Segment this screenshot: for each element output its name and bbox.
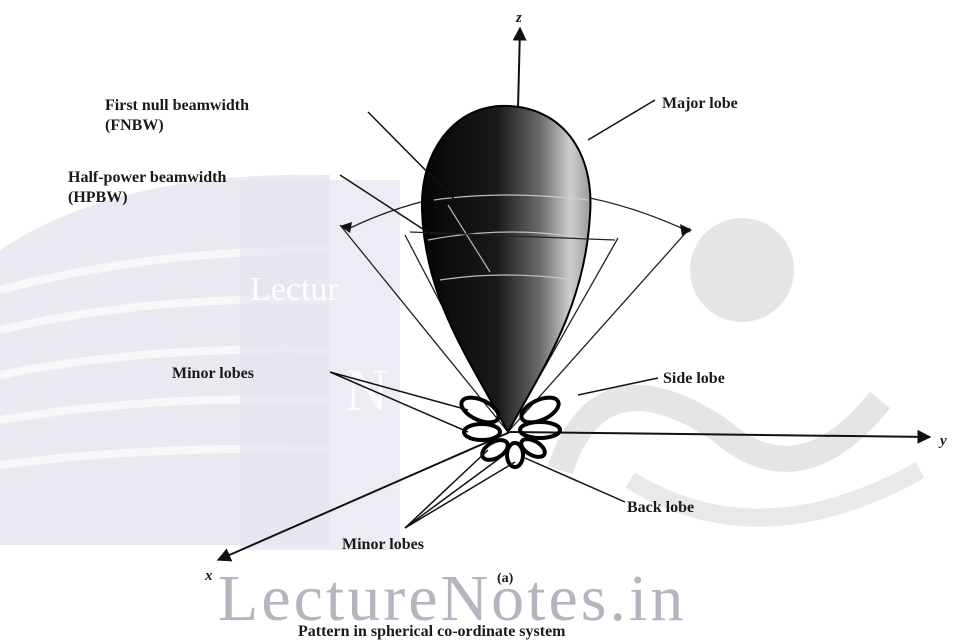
x-axis-label: x (204, 568, 213, 584)
watermark-fragment-1: Lectur (250, 271, 339, 308)
side-lobe-label: Side lobe (663, 370, 725, 387)
fnbw-label-line2: (FNBW) (105, 117, 164, 134)
hpbw-label-line1: Half-power beamwidth (68, 169, 226, 186)
watermark-fragment-3: .in (490, 489, 521, 522)
minor-lobe-left (464, 424, 500, 440)
figure-caption: Pattern in spherical co-ordinate system (298, 623, 566, 640)
major-lobe (422, 106, 591, 432)
watermark-circle (690, 218, 794, 322)
major-lobe-label: Major lobe (662, 95, 738, 112)
y-axis-label: y (938, 433, 947, 449)
minor-lobes-bottom-label: Minor lobes (342, 536, 424, 553)
fnbw-arrow-right (680, 224, 692, 236)
minor-lobe-right (520, 422, 560, 438)
hpbw-label-line2: (HPBW) (68, 189, 128, 206)
watermark-fragment-2: N (345, 357, 388, 423)
fnbw-label-line1: First null beamwidth (105, 97, 249, 114)
z-axis-label: z (515, 10, 522, 26)
subfigure-label: (a) (497, 571, 514, 586)
minor-lobes-left-label: Minor lobes (172, 365, 254, 382)
back-lobe-label: Back lobe (627, 499, 694, 516)
